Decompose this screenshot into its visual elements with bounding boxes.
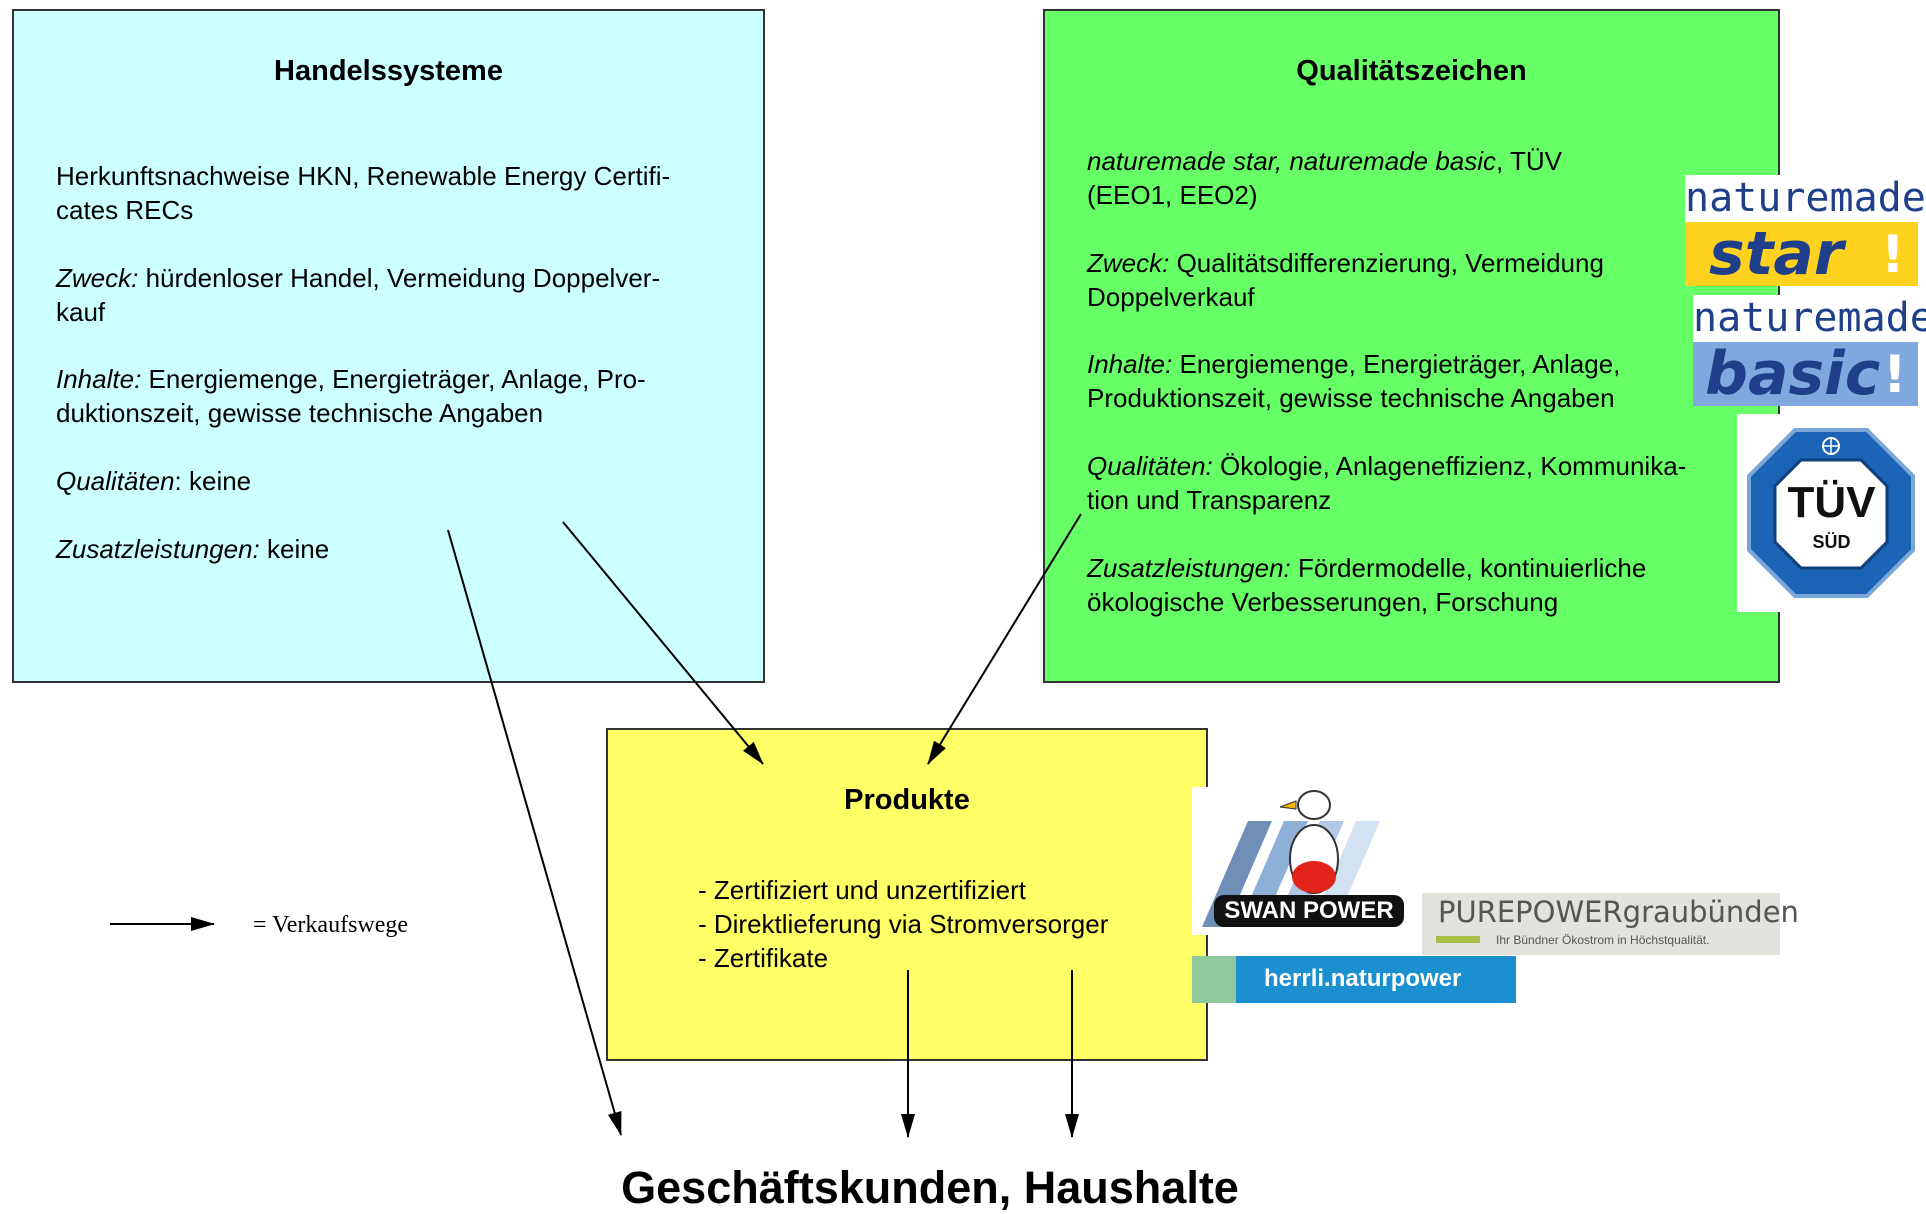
qualitaetszeichen-intro: naturemade star, naturemade basic, TÜV (… [1087, 146, 1563, 210]
handelssysteme-zweck: Zweck: hürdenloser Handel, Vermeidung Do… [56, 263, 661, 327]
produkte-item: - Direktlieferung via Stromversorger [698, 909, 1109, 939]
qualitaetszeichen-box: Qualitätszeichen naturemade star, nature… [1043, 9, 1780, 683]
naturemade-basic-logo: naturemade basic ! [1693, 295, 1926, 409]
qualitaetszeichen-title: Qualitätszeichen [1296, 55, 1527, 87]
produkte-list: - Zertifiziert und unzertifiziert - Dire… [698, 873, 1108, 975]
produkte-item: - Zertifiziert und unzertifiziert [698, 875, 1026, 905]
produkte-item: - Zertifikate [698, 943, 829, 973]
qualitaetszeichen-qualitaeten: Qualitäten: Ökologie, Anlageneffizienz, … [1087, 451, 1687, 515]
legend-label: = Verkaufswege [253, 912, 409, 938]
arrow-handel-to-kunden [447, 529, 622, 1136]
purepower-graubuenden-logo: PUREPOWERgraubünden Ihr Bündner Ökostrom… [1422, 893, 1799, 955]
arrow-qualitaet-to-produkte [927, 513, 1082, 765]
qualitaetszeichen-inhalte: Inhalte: Energiemenge, Energieträger, An… [1087, 349, 1621, 413]
exclamation-icon: ! [1881, 225, 1905, 285]
produkte-title: Produkte [844, 784, 970, 816]
handelssysteme-box: Handelssysteme Herkunftsnachweise HKN, R… [12, 9, 765, 683]
swan-graphic-icon [1202, 790, 1404, 927]
handelssysteme-inhalte: Inhalte: Energiemenge, Energieträger, An… [56, 364, 646, 428]
exclamation-icon: ! [1883, 345, 1907, 405]
purepower-bar-icon [1436, 936, 1480, 943]
naturemade-star-logo: naturemade star ! [1685, 175, 1926, 289]
handelssysteme-qualitaeten: Qualitäten: keine [56, 466, 252, 496]
handelssysteme-intro: Herkunftsnachweise HKN, Renewable Energy… [56, 161, 671, 225]
qualitaetszeichen-zweck: Zweck: Qualitätsdifferenzierung, Vermeid… [1087, 248, 1604, 312]
qualitaetszeichen-zusatz: Zusatzleistungen: Fördermodelle, kontinu… [1087, 553, 1647, 617]
tuv-sued-logo: TÜV SÜD [1737, 414, 1926, 612]
kunden-title: Geschäftskunden, Haushalte [621, 1162, 1239, 1213]
tuv-octagon-icon [1747, 428, 1915, 598]
arrow-handel-to-produkte [562, 521, 764, 765]
herrli-naturpower-logo: herrli.naturpower [1192, 956, 1516, 1003]
handelssysteme-zusatz: Zusatzleistungen: keine [56, 534, 330, 564]
herrli-green-block-icon [1192, 956, 1236, 1003]
purepower-wordmark: PUREPOWERgraubünden [1438, 895, 1799, 929]
handelssysteme-title: Handelssysteme [274, 55, 503, 87]
swanpower-logo: SWAN POWER [1192, 787, 1438, 935]
